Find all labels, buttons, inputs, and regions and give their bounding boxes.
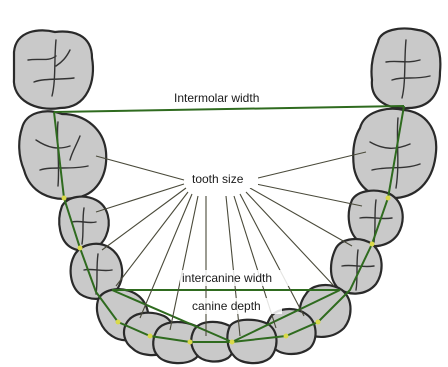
- contact-point: [148, 334, 153, 339]
- contact-point: [116, 320, 121, 325]
- contact-point: [386, 196, 391, 201]
- tooth-left-second-molar: [14, 30, 93, 108]
- intermolar-width-label: Intermolar width: [174, 91, 259, 105]
- pointer-line: [250, 188, 352, 246]
- pointer-line: [240, 194, 304, 316]
- pointer-line: [116, 192, 188, 286]
- tooth-size-label: tooth size: [192, 172, 244, 186]
- contact-point: [230, 340, 235, 345]
- pointer-line: [258, 152, 366, 178]
- contact-point: [78, 246, 83, 251]
- pointer-line: [226, 196, 240, 336]
- contact-point: [188, 340, 193, 345]
- contact-point: [370, 242, 375, 247]
- intermolar-width-line: [54, 106, 404, 112]
- pointer-line: [96, 184, 184, 212]
- pointer-line: [140, 194, 192, 318]
- contact-point: [284, 334, 289, 339]
- pointer-line: [96, 156, 184, 180]
- contact-point: [316, 320, 321, 325]
- intercanine-width-label: intercanine width: [182, 271, 272, 285]
- contact-point: [62, 196, 67, 201]
- canine-depth-label: canine depth: [192, 299, 261, 313]
- pointer-line: [256, 184, 362, 206]
